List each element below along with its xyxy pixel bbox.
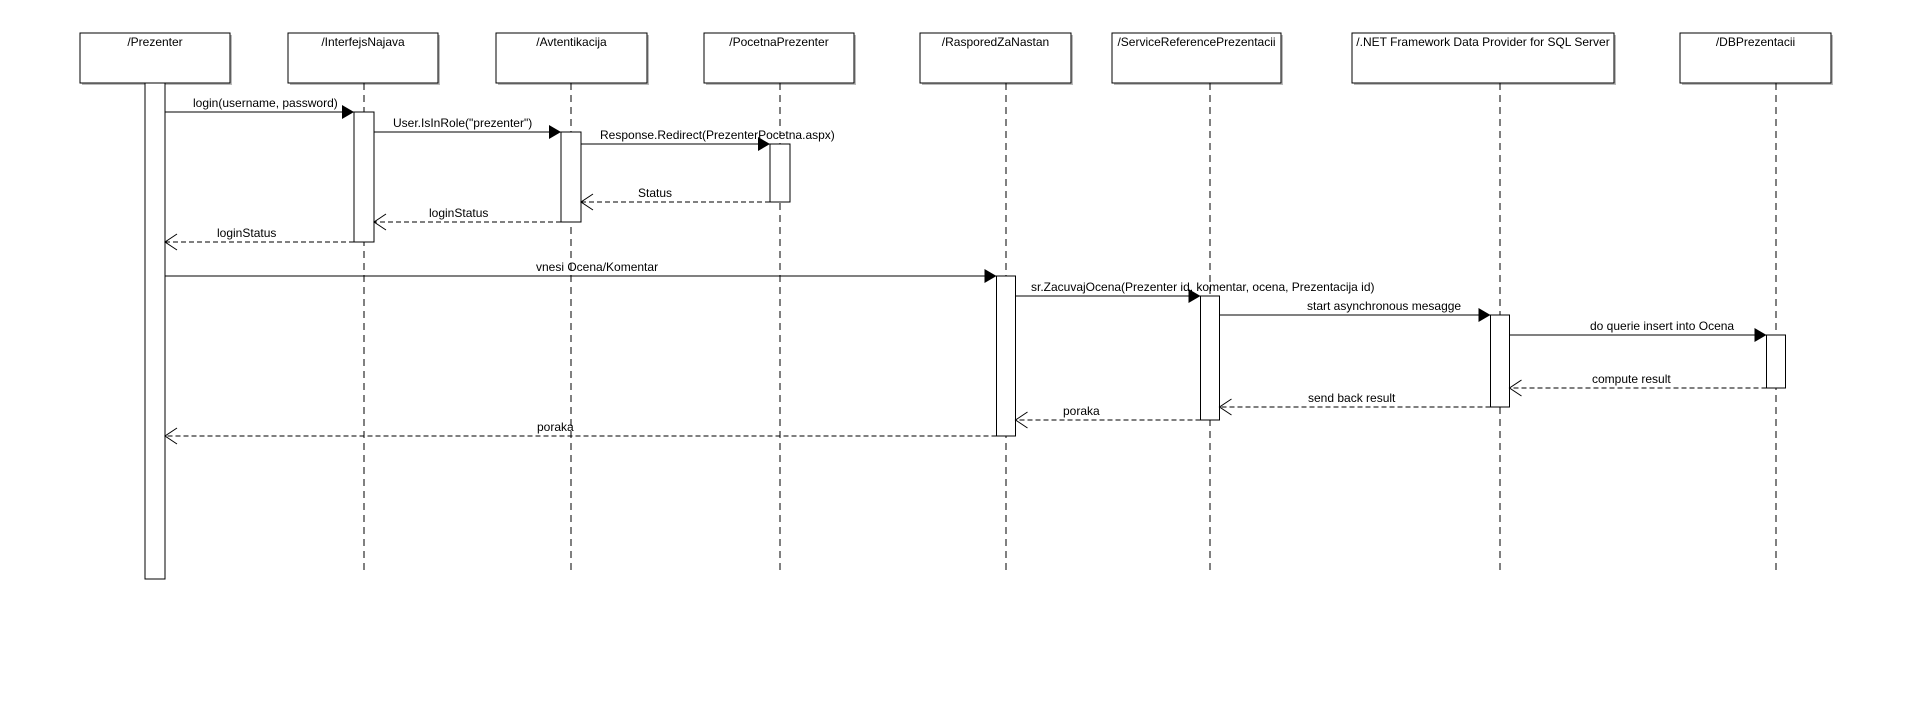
- participant-label: /ServiceReferencePrezentacii: [1117, 35, 1275, 49]
- participant-prezenter[interactable]: /Prezenter: [79, 32, 232, 573]
- message-return[interactable]: send back result: [1218, 391, 1491, 416]
- message-label: compute result: [1592, 372, 1671, 386]
- message-label: send back result: [1308, 391, 1396, 405]
- activation-bar-avtentikacija: [560, 131, 582, 223]
- activation-bar-prezenter: [144, 82, 166, 580]
- arrow-head-filled-icon: [1188, 289, 1201, 303]
- message-label: sr.ZacuvajOcena(Prezenter id, komentar, …: [1031, 280, 1375, 294]
- arrow-head-filled-icon: [758, 137, 770, 151]
- message-return[interactable]: loginStatus: [373, 206, 561, 231]
- message-label: Response.Redirect(PrezenterPocetna.aspx): [600, 128, 835, 142]
- message-label: do querie insert into Ocena: [1590, 319, 1734, 333]
- participant-label: /Prezenter: [127, 35, 182, 49]
- participant-box: [495, 32, 648, 84]
- message-call[interactable]: do querie insert into Ocena: [1509, 319, 1767, 342]
- participant-service-reference-prezentacii[interactable]: /ServiceReferencePrezentacii: [1111, 32, 1283, 573]
- arrow-head-open-icon: [164, 427, 178, 445]
- participant-label: /.NET Framework Data Provider for SQL Se…: [1356, 35, 1609, 49]
- message-label: login(username, password): [193, 96, 338, 110]
- message-call[interactable]: User.IsInRole("prezenter"): [374, 116, 561, 139]
- message-call[interactable]: sr.ZacuvajOcena(Prezenter id, komentar, …: [1015, 280, 1375, 303]
- message-call[interactable]: vnesi Ocena/Komentar: [165, 260, 997, 283]
- arrow-head-filled-icon: [1754, 328, 1767, 342]
- message-return[interactable]: compute result: [1508, 372, 1767, 397]
- participant-label: /PocetnaPrezenter: [729, 35, 828, 49]
- message-call[interactable]: login(username, password): [165, 96, 354, 119]
- participant-label: /DBPrezentacii: [1716, 35, 1795, 49]
- arrow-head-filled-icon: [1478, 308, 1491, 322]
- arrow-head-filled-icon: [984, 269, 997, 283]
- participant-box: [1351, 32, 1615, 84]
- participant-avtentikacija[interactable]: /Avtentikacija: [495, 32, 649, 573]
- arrow-head-open-icon: [1218, 398, 1232, 416]
- message-return[interactable]: Status: [580, 186, 770, 211]
- message-return[interactable]: poraka: [164, 420, 997, 445]
- arrow-head-filled-icon: [549, 125, 561, 139]
- message-label: vnesi Ocena/Komentar: [536, 260, 658, 274]
- message-return[interactable]: poraka: [1014, 404, 1201, 429]
- activation-bar-raspored-za-nastan: [996, 275, 1016, 437]
- arrow-head-open-icon: [373, 213, 387, 231]
- participant-box: [919, 32, 1072, 84]
- participant-box: [1111, 32, 1282, 84]
- message-label: loginStatus: [429, 206, 488, 220]
- activation-bar-pocetna-prezenter: [769, 143, 791, 203]
- arrow-head-open-icon: [1508, 379, 1522, 397]
- activation-bar-db-prezentacii: [1766, 334, 1786, 389]
- message-return[interactable]: loginStatus: [164, 226, 354, 251]
- participant-pocetna-prezenter[interactable]: /PocetnaPrezenter: [703, 32, 856, 573]
- arrow-head-open-icon: [164, 233, 178, 251]
- participant-box: [287, 32, 439, 84]
- arrow-head-open-icon: [580, 193, 594, 211]
- message-call[interactable]: Response.Redirect(PrezenterPocetna.aspx): [581, 128, 835, 151]
- message-label: Status: [638, 186, 672, 200]
- participant-box: [703, 32, 855, 84]
- arrow-head-filled-icon: [342, 105, 354, 119]
- arrow-head-open-icon: [1014, 411, 1028, 429]
- message-label: poraka: [1063, 404, 1100, 418]
- participant-db-prezentacii[interactable]: /DBPrezentacii: [1679, 32, 1833, 573]
- message-label: loginStatus: [217, 226, 276, 240]
- activation-bar-net-data-provider: [1490, 314, 1510, 408]
- activation-bar-service-reference-prezentacii: [1200, 295, 1220, 421]
- participant-box: [1679, 32, 1832, 84]
- message-label: start asynchronous mesagge: [1307, 299, 1461, 313]
- participant-box: [79, 32, 231, 84]
- participant-interfejs-najava[interactable]: /InterfejsNajava: [287, 32, 440, 573]
- participant-net-data-provider[interactable]: /.NET Framework Data Provider for SQL Se…: [1351, 32, 1616, 573]
- message-label: poraka: [537, 420, 574, 434]
- message-label: User.IsInRole("prezenter"): [393, 116, 532, 130]
- activation-bar-interfejs-najava: [353, 111, 375, 243]
- message-call[interactable]: start asynchronous mesagge: [1219, 299, 1491, 322]
- participant-label: /RasporedZaNastan: [942, 35, 1049, 49]
- participant-label: /InterfejsNajava: [321, 35, 405, 49]
- participant-label: /Avtentikacija: [536, 35, 607, 49]
- participant-raspored-za-nastan[interactable]: /RasporedZaNastan: [919, 32, 1073, 573]
